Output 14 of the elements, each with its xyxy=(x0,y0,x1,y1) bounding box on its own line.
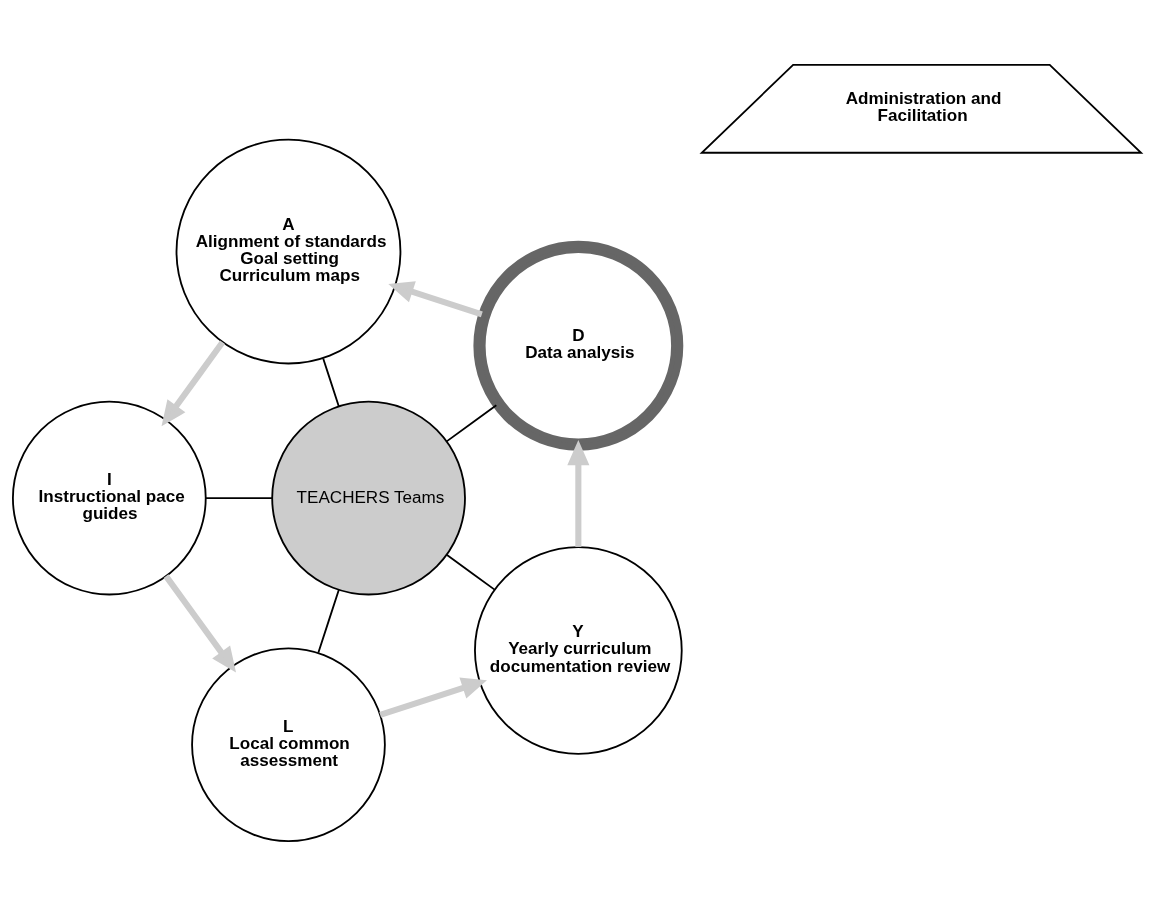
arrow xyxy=(567,439,590,547)
node-circle: TEACHERS Teams xyxy=(271,400,466,596)
connector xyxy=(205,497,273,500)
node-circle: A Alignment of standards Goal setting Curriculum maps xyxy=(175,138,402,365)
arrow xyxy=(161,340,225,427)
arrow xyxy=(163,574,236,673)
connector xyxy=(445,553,496,591)
node-circle: D Data analysis xyxy=(473,240,684,451)
connector xyxy=(322,357,340,408)
arrow xyxy=(379,677,487,718)
connector xyxy=(445,404,498,443)
arrow xyxy=(388,281,483,318)
connector xyxy=(317,589,340,654)
node-circle: Y Yearly curriculum documentation review xyxy=(474,546,683,755)
